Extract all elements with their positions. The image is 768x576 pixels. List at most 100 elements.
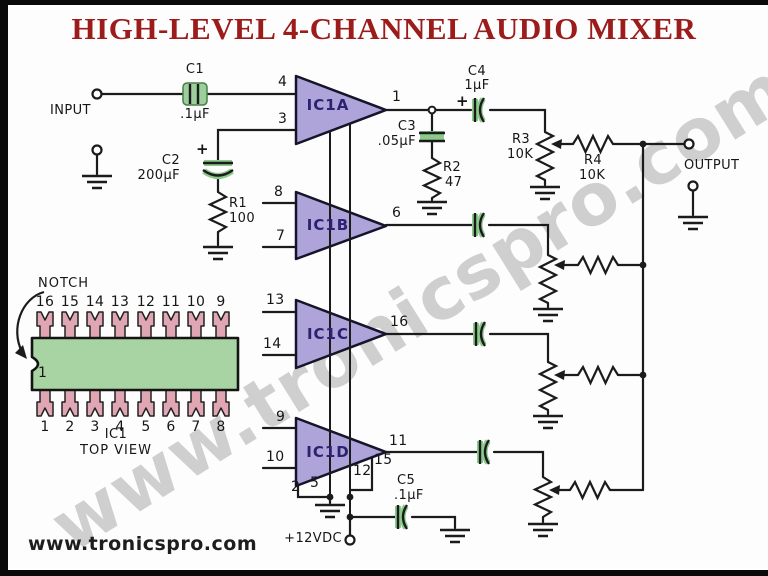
pin-label: 4 (278, 74, 288, 90)
chip-pin-label: 11 (161, 294, 181, 310)
page-title: HIGH-LEVEL 4-CHANNEL AUDIO MIXER (71, 11, 697, 46)
opamp-label-ic1a: IC1A (306, 96, 350, 114)
border-left (0, 0, 8, 576)
pin-label: 13 (266, 292, 285, 308)
c5-value: .1µF (394, 488, 424, 503)
r2-value: 47 (445, 175, 463, 190)
resistor-ch3 (576, 365, 620, 385)
r3-value: 10K (507, 147, 534, 162)
r3-ref: R3 (512, 132, 531, 147)
opamp-label-ic1c: IC1C (306, 325, 350, 343)
junctions (326, 105, 647, 521)
pin-label: 16 (390, 314, 409, 330)
c4-value: 1µF (464, 78, 490, 93)
chip-pin-label: 7 (191, 419, 201, 435)
pin-label: 1 (392, 89, 402, 105)
pin-label: 2 (291, 479, 301, 495)
chip-pins-bottom (36, 389, 230, 417)
r1-value: 100 (229, 211, 256, 226)
chip-top-view (15, 290, 240, 417)
c1-value: .1µF (180, 107, 210, 122)
chip-pin-label: 6 (166, 419, 176, 435)
chip-pin-label: 8 (216, 419, 226, 435)
chip-pin-label: 16 (35, 294, 55, 310)
chip-pin-label: 5 (141, 419, 151, 435)
opamp-triangles (294, 74, 388, 488)
c3-ref: C3 (397, 119, 416, 134)
resistor-r1 (208, 190, 228, 234)
pin-label: 3 (278, 111, 288, 127)
chip-pin-label: 12 (136, 294, 156, 310)
resistor-ch2 (576, 255, 620, 275)
r1-ref: R1 (229, 196, 248, 211)
site-footer-text: www.tronicspro.com (28, 533, 258, 555)
c1-ref: C1 (185, 62, 205, 77)
pin-label: 11 (389, 433, 408, 449)
r4-ref: R4 (584, 153, 603, 168)
cap-ch3 (476, 322, 485, 346)
chip-body (30, 336, 240, 392)
c2-polarity: + (196, 140, 209, 158)
chip-pins-top (36, 311, 230, 339)
pot-r3 (535, 130, 555, 182)
pin-label: 15 (374, 452, 393, 468)
chip-pin-label: 3 (90, 419, 100, 435)
resistor-r2 (422, 156, 442, 200)
opamp-label-ic1b: IC1B (306, 216, 350, 234)
terminal-circles (91, 88, 699, 546)
border-top (0, 0, 768, 5)
pot-ch2 (538, 253, 558, 305)
c3-value: .05µF (377, 134, 416, 149)
opamp-ic1d (294, 416, 388, 488)
opamp-ic1c (294, 298, 388, 370)
opamp-label-ic1d: IC1D (306, 443, 350, 461)
pin-label: 12 (353, 463, 372, 479)
supply-label: +12VDC (284, 531, 342, 546)
c4-polarity: + (456, 92, 469, 110)
chip-view-label: TOP VIEW (80, 443, 152, 458)
notch-arrow (15, 290, 45, 359)
pin-label: 7 (276, 228, 286, 244)
c2-value: 200µF (137, 168, 180, 183)
opamp-ic1a (294, 74, 388, 146)
capacitors (182, 82, 489, 529)
pin-label: 6 (392, 205, 402, 221)
chip-name: IC1 (104, 427, 128, 442)
output-terminal (683, 138, 695, 150)
chip-pin-label: 14 (85, 294, 105, 310)
r2-ref: R2 (443, 160, 462, 175)
output-label: OUTPUT (684, 158, 740, 173)
supply-terminal (344, 534, 356, 546)
pin-label: 5 (310, 475, 320, 491)
cap-c4 (475, 98, 484, 122)
input-ground-terminal (91, 144, 103, 156)
border-bottom (0, 570, 768, 576)
c4-ref: C4 (467, 64, 487, 79)
output-ground-terminal (687, 180, 699, 192)
pin-label: 9 (276, 409, 286, 425)
r4-value: 10K (579, 168, 606, 183)
resistor-ch4 (568, 480, 612, 500)
cap-c1 (182, 82, 208, 106)
node-ic1a-out (427, 105, 437, 115)
chip-pin-label: 10 (186, 294, 206, 310)
input-terminal (91, 88, 103, 100)
opamp-ic1b (294, 190, 388, 261)
chip-pin-label: 2 (65, 419, 75, 435)
cap-c3 (419, 131, 445, 143)
resistors (208, 130, 620, 519)
c2-ref: C2 (161, 153, 180, 168)
input-label: INPUT (50, 103, 91, 118)
cap-ch2 (475, 213, 484, 237)
cap-c2 (202, 160, 234, 179)
chip-pin-label: 15 (60, 294, 80, 310)
chip-pin-label: 4 (115, 419, 125, 435)
wiper-arrows (549, 139, 565, 495)
pin-label: 10 (266, 449, 285, 465)
pin-label: 14 (263, 336, 282, 352)
bias-rails (329, 124, 351, 517)
resistor-r4 (571, 134, 615, 154)
pot-ch4 (533, 475, 553, 519)
